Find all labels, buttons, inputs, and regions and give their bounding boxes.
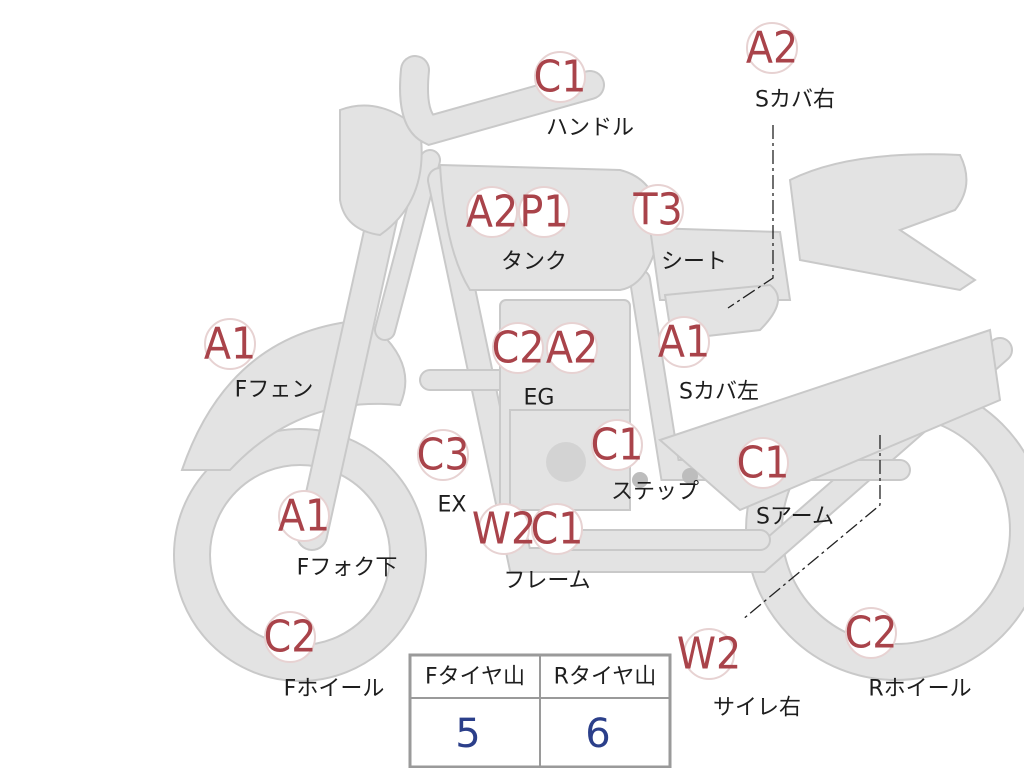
part-name: Sカバ右	[755, 88, 835, 113]
label-f-fender: A1 Fフェン	[204, 318, 314, 403]
code-tag: A1	[658, 317, 710, 368]
part-name: Fフォク下	[297, 556, 398, 581]
rear-tail	[788, 153, 977, 292]
engine-cover	[546, 442, 586, 482]
code-tag: C2	[264, 612, 317, 663]
part-name: シート	[661, 250, 727, 275]
label-f-wheel: C2 Fホイール	[264, 611, 385, 702]
part-name: Sアーム	[756, 505, 834, 530]
part-name: Fフェン	[235, 378, 314, 403]
label-step: C1 ステップ	[591, 419, 699, 505]
motorcycle-illustration	[173, 55, 1024, 682]
code-tag: A1	[278, 491, 330, 542]
label-side-cover-r: A2 Sカバ右	[746, 22, 835, 113]
code-tag: C2	[845, 608, 898, 659]
code-tag: A1	[204, 319, 256, 370]
code-tag: C1	[737, 438, 790, 489]
code-tag: C3	[417, 430, 470, 481]
code-tag: A2	[546, 323, 598, 374]
code-tag: C1	[534, 52, 587, 103]
label-r-wheel: C2 Rホイール	[845, 607, 972, 702]
part-name: EX	[438, 493, 467, 518]
leader-lines	[727, 125, 881, 621]
part-name: Rホイール	[868, 677, 971, 702]
rear-tire-value: 6	[585, 711, 610, 757]
label-f-fork: A1 Fフォク下	[278, 490, 398, 581]
code-tag: T3	[632, 185, 682, 236]
part-name: Sカバ左	[679, 380, 759, 405]
front-tire-header: Fタイヤ山	[425, 665, 525, 690]
label-muffler-r: W2 サイレ右	[677, 628, 801, 721]
tire-tread-table: Fタイヤ山 Rタイヤ山 5 6	[408, 653, 672, 768]
part-name: タンク	[501, 250, 567, 275]
part-name: サイレ右	[713, 696, 801, 721]
part-name: ハンドル	[546, 116, 634, 141]
part-name: EG	[524, 386, 555, 411]
part-name: Fホイール	[284, 677, 385, 702]
code-tag: W2	[472, 504, 536, 555]
code-tag: A2	[466, 187, 518, 238]
code-tag: P1	[519, 187, 568, 238]
part-name: フレーム	[503, 569, 590, 594]
seat	[648, 226, 792, 301]
label-handle: C1 ハンドル	[534, 51, 634, 141]
label-engine: C2 A2 EG	[492, 322, 598, 411]
label-seat: T3 シート	[632, 184, 727, 275]
part-name: ステップ	[611, 480, 699, 505]
code-tag: W2	[677, 629, 741, 680]
headlight	[339, 104, 423, 237]
label-side-cover-l: A1 Sカバ左	[658, 316, 759, 405]
label-tank: A2 P1 タンク	[466, 186, 570, 275]
handlebar	[399, 55, 605, 147]
code-tag: C1	[531, 504, 584, 555]
front-tire-value: 5	[455, 711, 480, 757]
rear-tire-header: Rタイヤ山	[554, 665, 657, 690]
code-tag: A2	[746, 23, 798, 74]
label-exhaust: C3 EX	[417, 429, 470, 518]
label-swing-arm: C1 Sアーム	[737, 437, 834, 530]
code-tag: C2	[492, 323, 545, 374]
code-tag: C1	[591, 420, 644, 471]
label-frame: W2 C1 フレーム	[472, 503, 591, 594]
